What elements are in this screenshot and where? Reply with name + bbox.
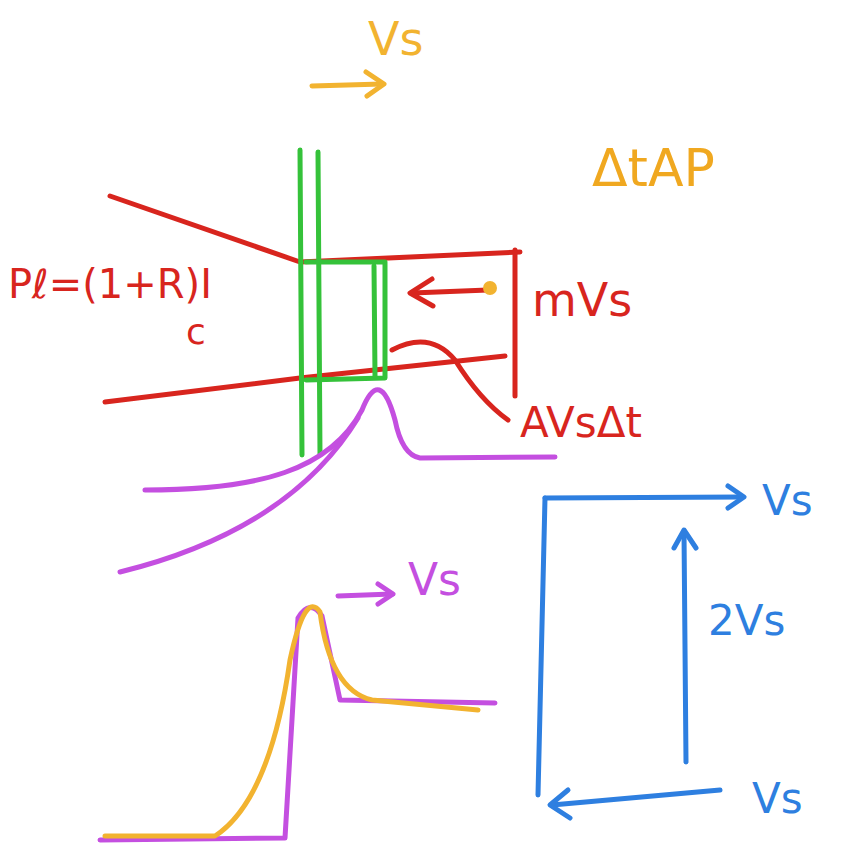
velocity-label: Vs [368, 14, 423, 65]
volume-label: AVsΔt [520, 400, 642, 446]
velocity-label: Vs [408, 556, 461, 604]
flow-tube [105, 196, 520, 420]
density-profile [100, 390, 555, 840]
pressure-formula: Pℓ=(1+R)I [8, 262, 212, 306]
velocity-label: 2Vs [708, 598, 785, 644]
formula-denominator: c [186, 312, 206, 352]
momentum-label: mVs [532, 275, 632, 326]
shock-front [300, 150, 385, 455]
frame-diagram [538, 486, 744, 818]
crossed-note: ΔtAP [592, 140, 715, 197]
velocity-arrow [312, 72, 384, 96]
velocity-label: Vs [762, 478, 813, 524]
velocity-label: Vs [752, 776, 803, 822]
smoothed-profile [105, 607, 478, 836]
particle-dot [483, 281, 497, 295]
